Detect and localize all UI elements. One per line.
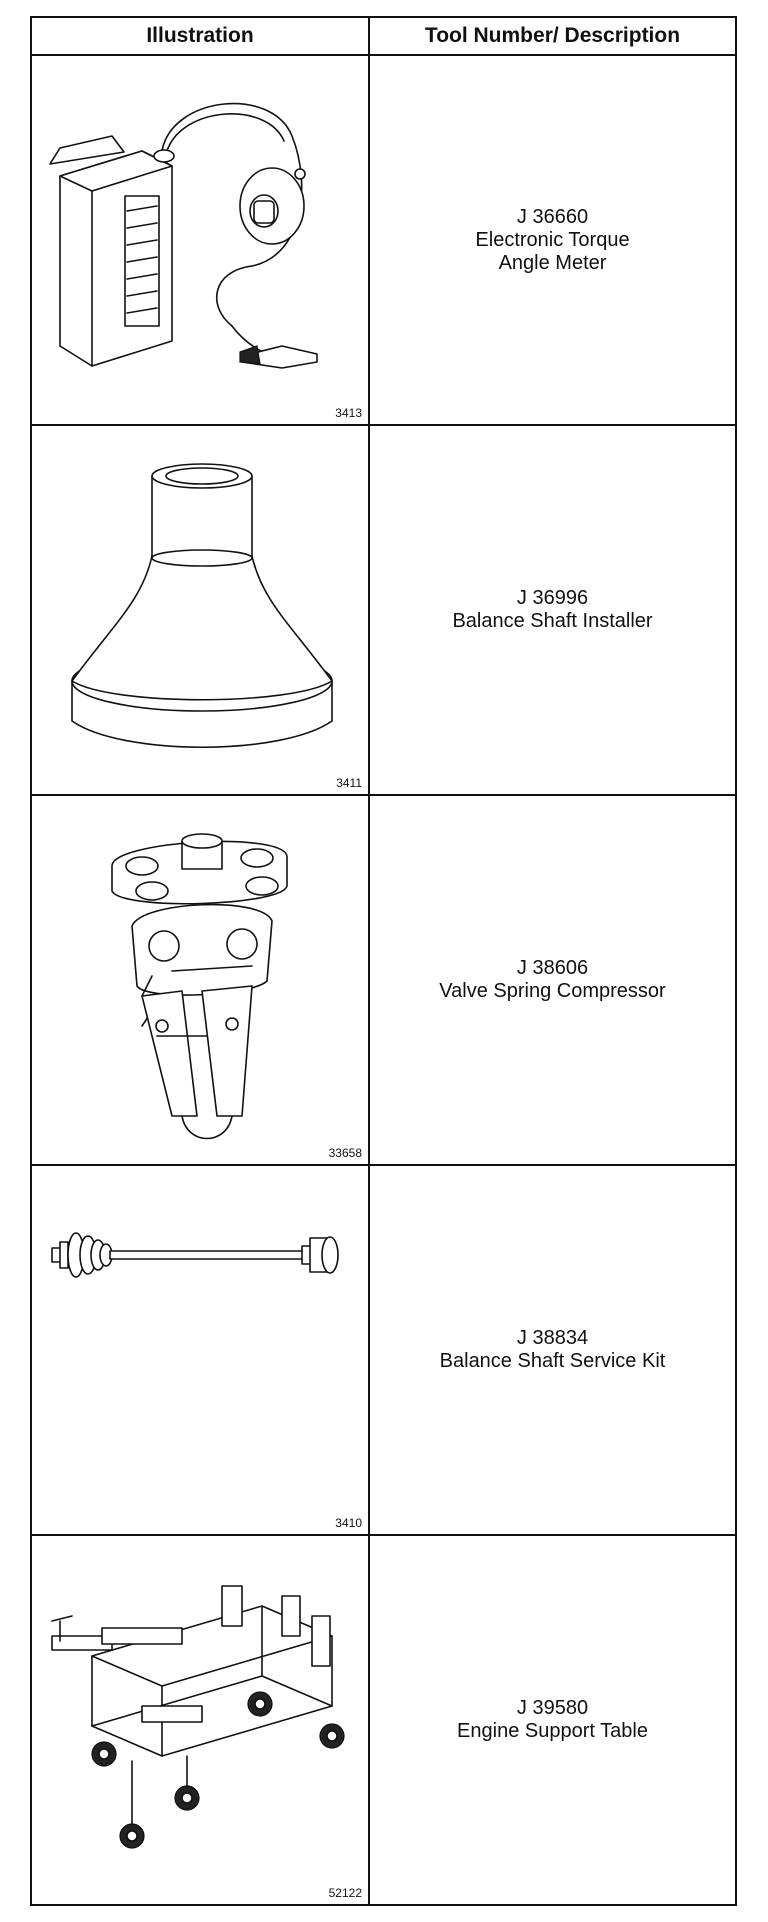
- special-tools-table: Illustration Tool Number/ Description: [30, 16, 737, 1906]
- tool-description-line: Angle Meter: [498, 251, 607, 274]
- tool-number: J 36996: [516, 587, 589, 609]
- table-row: 3410 J 38834 Balance Shaft Service Kit: [30, 1164, 737, 1536]
- table-header-row: Illustration Tool Number/ Description: [30, 16, 737, 56]
- description-cell: J 36660 Electronic Torque Angle Meter: [368, 54, 737, 426]
- tool-description-line: Engine Support Table: [457, 1720, 648, 1742]
- tool-description-line: Valve Spring Compressor: [439, 980, 666, 1002]
- tool-number: J 38834: [516, 1327, 589, 1349]
- engine-support-table-icon: [51, 1585, 345, 1849]
- description-cell: J 38834 Balance Shaft Service Kit: [368, 1164, 737, 1536]
- table-row: 52122 J 39580 Engine Support Table: [30, 1534, 737, 1906]
- illustration-cell: 3413: [30, 54, 370, 426]
- balance-shaft-installer-icon: [71, 463, 333, 748]
- tool-description-line: Balance Shaft Service Kit: [439, 1350, 666, 1372]
- description-header: Tool Number/ Description: [368, 16, 737, 56]
- figure-number: 3411: [336, 776, 362, 790]
- table-row: 3413 J 36660 Electronic Torque Angle Met…: [30, 54, 737, 426]
- illustration-cell: 52122: [30, 1534, 370, 1906]
- illustration-cell: 33658: [30, 794, 370, 1166]
- tool-number: J 36660: [516, 205, 589, 228]
- tool-description-line: Balance Shaft Installer: [452, 610, 653, 632]
- tool-description-line: Electronic Torque: [475, 228, 630, 251]
- description-cell: J 38606 Valve Spring Compressor: [368, 794, 737, 1166]
- illustration-cell: 3410: [30, 1164, 370, 1536]
- figure-number: 33658: [328, 1146, 362, 1160]
- table-row: 33658 J 38606 Valve Spring Compressor: [30, 794, 737, 1166]
- figure-number: 3413: [335, 406, 362, 420]
- figure-number: 52122: [328, 1886, 362, 1900]
- figure-number: 3410: [335, 1516, 362, 1530]
- tool-number: J 39580: [516, 1697, 589, 1719]
- balance-shaft-service-kit-icon: [51, 1232, 339, 1278]
- description-cell: J 39580 Engine Support Table: [368, 1534, 737, 1906]
- illustration-cell: 3411: [30, 424, 370, 796]
- valve-spring-compressor-icon: [111, 833, 288, 1140]
- tool-number: J 38606: [516, 957, 589, 979]
- illustration-header: Illustration: [30, 16, 370, 56]
- torque-angle-meter-icon: [49, 102, 318, 369]
- table-row: 3411 J 36996 Balance Shaft Installer: [30, 424, 737, 796]
- description-cell: J 36996 Balance Shaft Installer: [368, 424, 737, 796]
